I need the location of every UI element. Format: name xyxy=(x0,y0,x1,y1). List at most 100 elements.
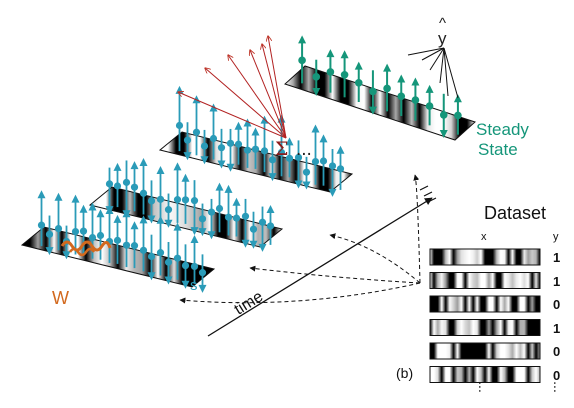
readout-arrows xyxy=(178,36,459,139)
readout-arrow xyxy=(178,92,287,139)
spin-arrowhead xyxy=(207,231,216,240)
spin-arrowhead xyxy=(164,219,173,228)
spin-arrowhead xyxy=(105,205,114,214)
weight-coupling xyxy=(68,247,96,257)
spin-node xyxy=(207,208,216,216)
spin-arrowhead xyxy=(215,182,224,191)
spin-arrowhead xyxy=(266,204,275,213)
steady-spin-node xyxy=(383,84,391,93)
spin-node xyxy=(249,225,258,233)
spin-node xyxy=(71,227,80,236)
steady-spin-arrowhead xyxy=(453,94,462,103)
output-line xyxy=(407,47,445,56)
spin-arrowhead xyxy=(113,214,122,223)
spin-arrowhead xyxy=(198,228,207,237)
steady-spin-node xyxy=(369,87,377,96)
steady-spin-node xyxy=(312,73,321,81)
steady-spin-node xyxy=(298,56,306,65)
spin-node xyxy=(209,134,218,143)
data-feed-arrow xyxy=(249,265,421,284)
spin-node xyxy=(96,231,105,240)
spin-node xyxy=(147,197,156,205)
steady-spin-node xyxy=(454,111,462,120)
time-arrow-tail xyxy=(419,185,437,203)
spin-arrowhead xyxy=(88,202,97,211)
steady-spin-arrowhead xyxy=(397,74,406,83)
spin-arrowhead xyxy=(198,284,207,293)
spin-arrowhead xyxy=(45,247,54,256)
steady-spin-node xyxy=(397,92,406,101)
dataset-bar xyxy=(429,248,541,266)
dataset-bar xyxy=(429,295,541,313)
panel-label: (b) xyxy=(396,365,414,381)
spin-arrowhead xyxy=(234,121,243,130)
spin-arrowhead xyxy=(79,204,88,213)
spin-node xyxy=(88,233,97,242)
spin-node xyxy=(105,180,114,188)
output-line xyxy=(439,47,445,84)
spin-arrowhead xyxy=(62,251,71,260)
steady-spin-node xyxy=(326,68,335,76)
dataset-x-header: x xyxy=(481,231,487,243)
spin-arrowhead xyxy=(156,215,165,224)
dataset-bar xyxy=(429,319,541,336)
steady-spin-node xyxy=(354,79,363,87)
readout-arrow xyxy=(268,36,287,139)
spin-node xyxy=(198,215,207,223)
steady-spin-arrowhead xyxy=(312,88,321,96)
ellipsis-label: ... xyxy=(296,139,312,160)
output-line xyxy=(421,47,445,61)
steady-spin-node xyxy=(411,96,420,104)
spin-node xyxy=(251,145,260,153)
spin-node xyxy=(217,144,226,152)
dataset-bars xyxy=(429,248,541,383)
readout-arrow xyxy=(250,50,287,139)
spin-node xyxy=(122,241,131,249)
spin-arrowhead xyxy=(224,184,233,193)
readout-arrow xyxy=(228,55,287,139)
spin-arrowhead xyxy=(113,162,122,171)
spin-node xyxy=(224,213,233,221)
spin-node xyxy=(277,148,286,157)
spin-node xyxy=(130,242,139,250)
steady-spin-node xyxy=(439,111,448,119)
dataset-y-value: 1 xyxy=(553,273,561,289)
spin-node xyxy=(268,156,277,164)
spin-node xyxy=(113,182,122,190)
spin-arrowhead xyxy=(147,272,156,281)
data-feed-arrow xyxy=(179,282,421,304)
steady-spin-node xyxy=(425,102,434,110)
weight-label: W xyxy=(52,288,69,308)
strip-body xyxy=(284,65,476,141)
steady-spin-arrowhead xyxy=(383,63,392,72)
spin-arrowhead xyxy=(268,173,277,182)
spin-arrowhead xyxy=(226,163,235,172)
spin-node xyxy=(328,162,337,170)
steady-spin-node xyxy=(340,70,349,79)
spin-arrowhead xyxy=(285,137,294,146)
spin-arrowhead xyxy=(294,180,303,189)
spin-arrowhead xyxy=(217,160,226,169)
dataset-y-value: 0 xyxy=(553,344,561,359)
spin-node xyxy=(164,206,173,214)
spin-node xyxy=(190,262,199,271)
spin-strips xyxy=(20,35,476,293)
spin-arrowhead xyxy=(190,227,199,236)
spin-arrowhead xyxy=(243,118,252,127)
readout-arrow xyxy=(262,44,287,139)
spin-node xyxy=(164,258,173,266)
strip-layer-3 xyxy=(158,85,354,197)
steady-state-strip xyxy=(284,35,476,141)
spin-node xyxy=(266,222,275,230)
spin-node xyxy=(294,153,303,162)
spin-arrowhead xyxy=(251,127,260,136)
yhat-hat: ^ xyxy=(439,15,447,32)
spin-arrowhead xyxy=(336,145,345,154)
spin-node xyxy=(37,221,46,229)
spin-arrowhead xyxy=(190,234,199,243)
spin-node xyxy=(173,196,182,204)
spin-node xyxy=(181,196,190,204)
spin-arrowhead xyxy=(122,209,131,218)
spin-node xyxy=(122,178,131,186)
